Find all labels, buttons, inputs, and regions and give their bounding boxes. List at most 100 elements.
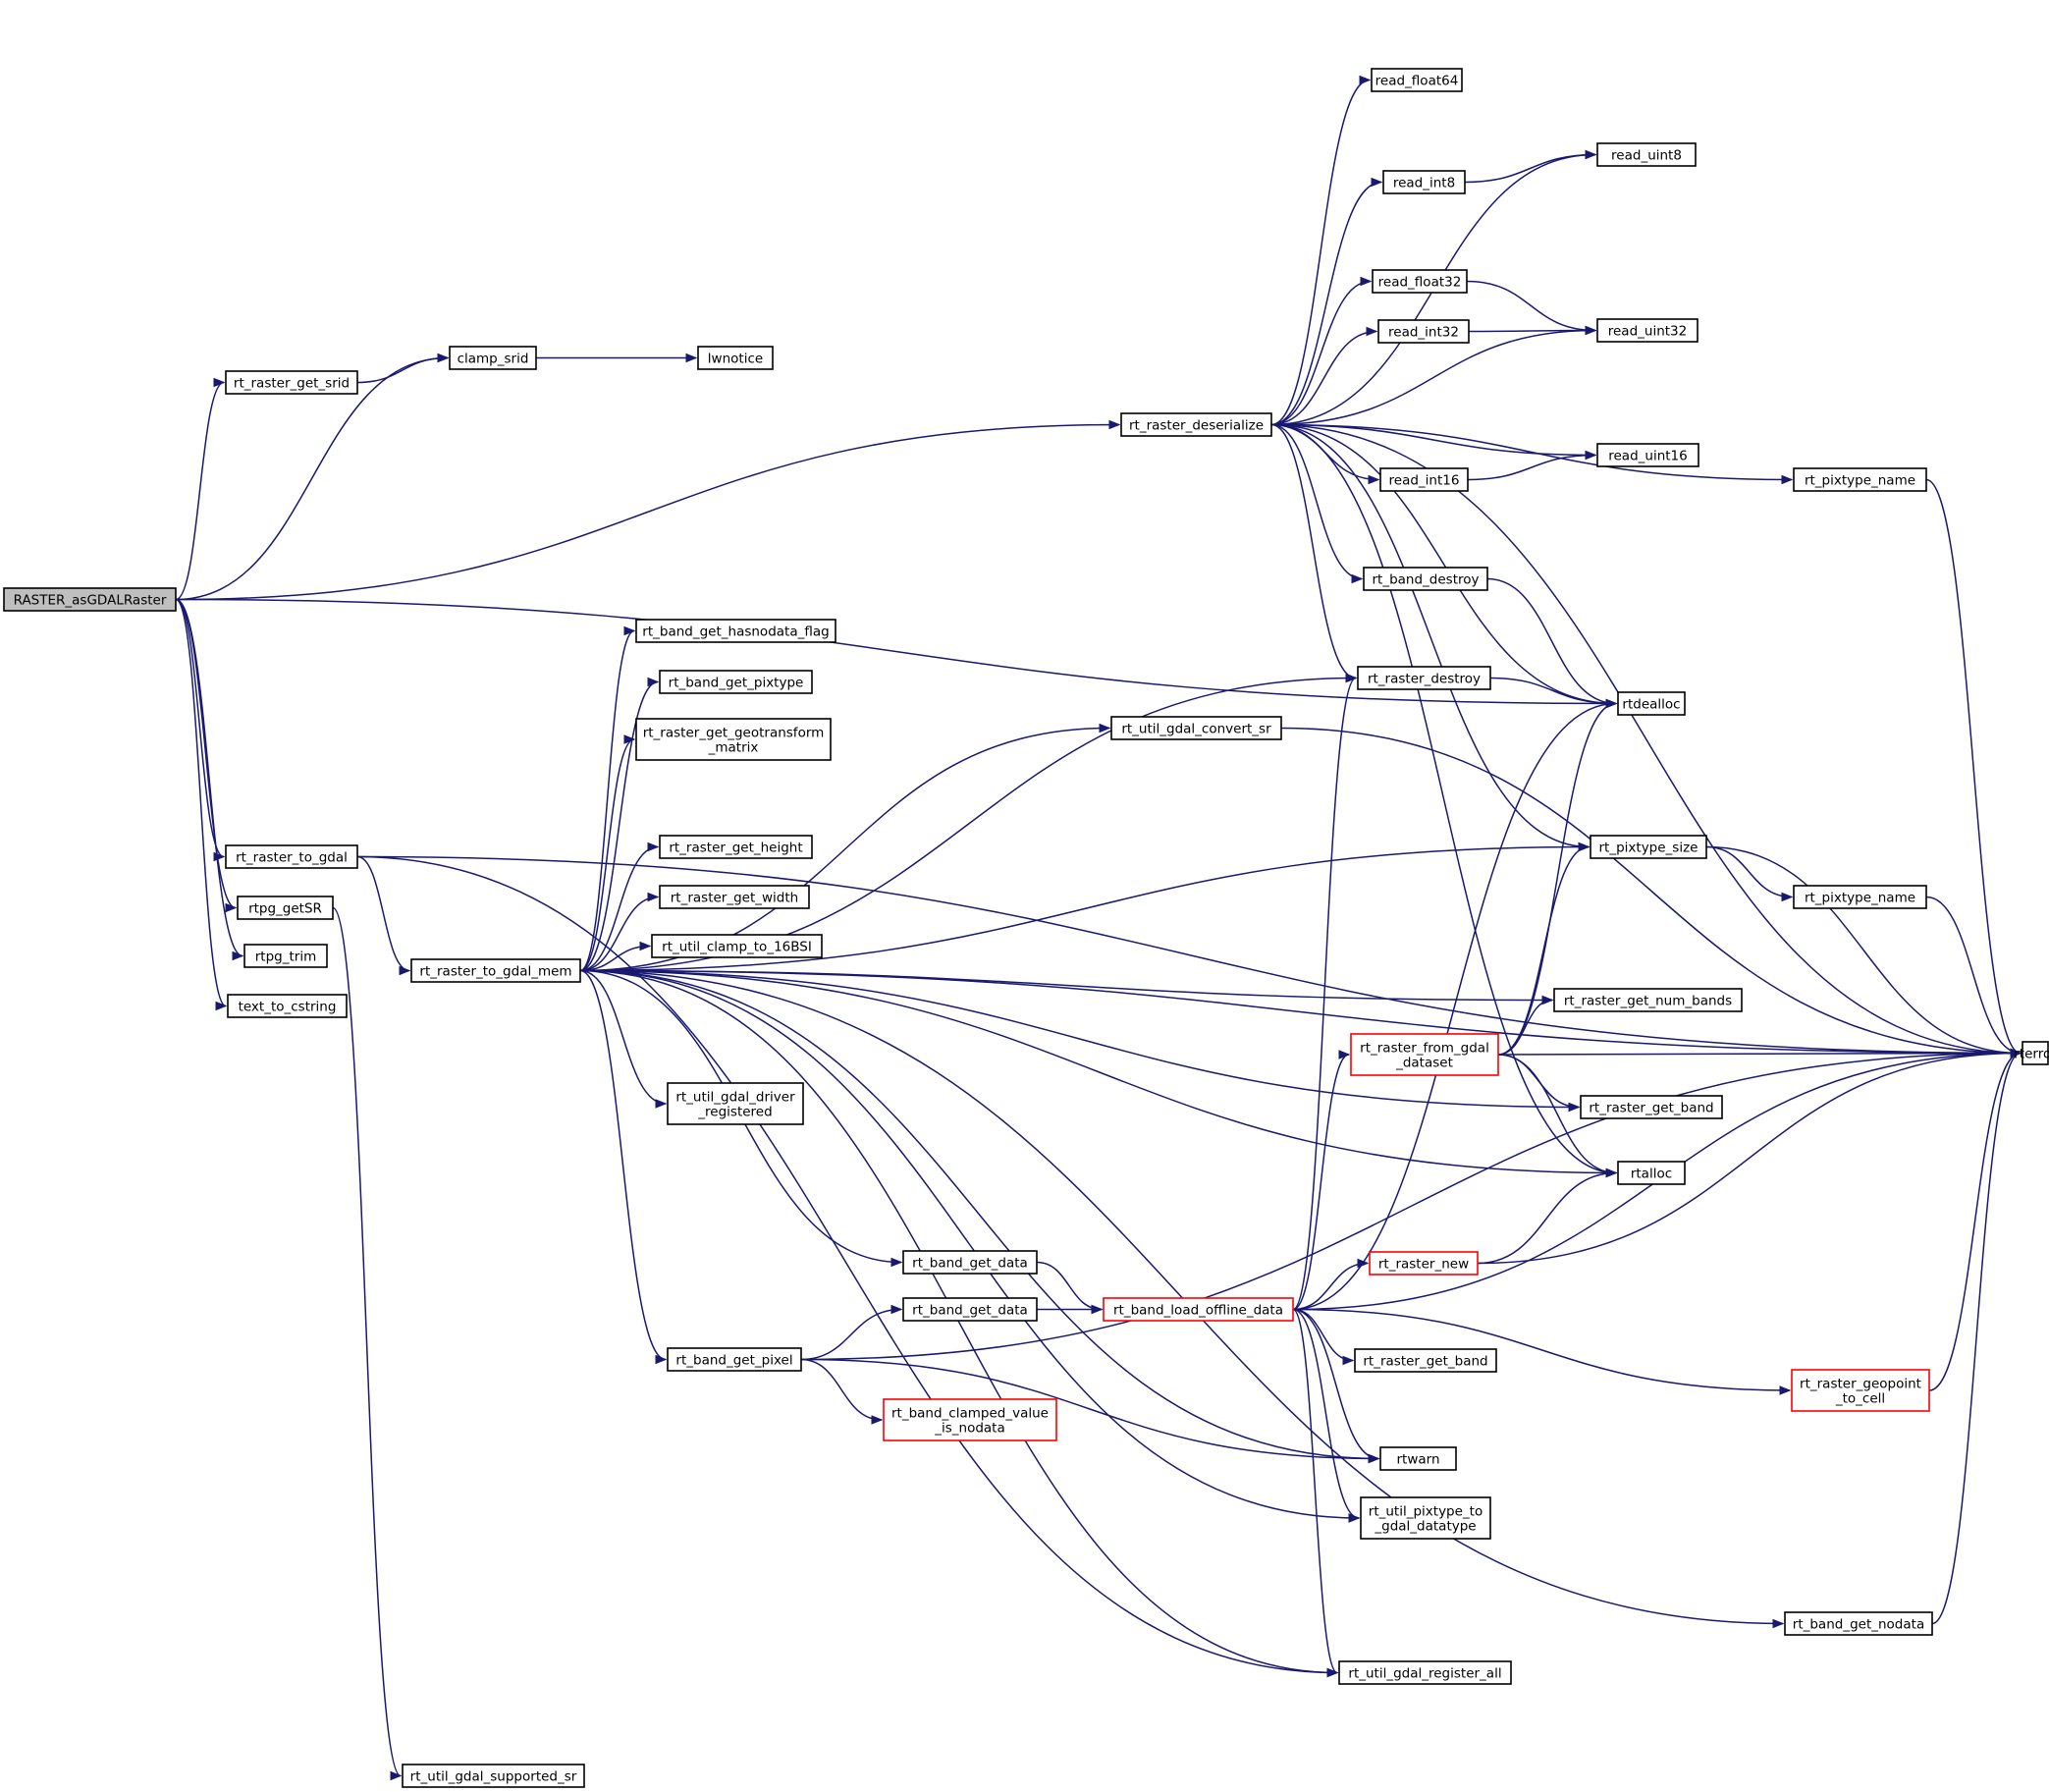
- function-node[interactable]: rtdealloc: [1617, 691, 1686, 716]
- function-node[interactable]: text_to_cstring: [227, 994, 348, 1018]
- function-node[interactable]: rt_raster_get_srid: [225, 370, 358, 395]
- edge-arrowhead: [1585, 325, 1597, 336]
- function-node[interactable]: rt_band_get_data: [902, 1297, 1038, 1322]
- node-box: [1596, 443, 1699, 467]
- function-node[interactable]: read_uint16: [1596, 443, 1699, 467]
- edge-arrowhead: [639, 941, 652, 951]
- function-node[interactable]: rt_band_clamped_value_is_nodata: [883, 1398, 1057, 1441]
- function-node[interactable]: rt_util_gdal_convert_sr: [1110, 716, 1282, 740]
- function-node[interactable]: rt_raster_get_width: [659, 885, 810, 909]
- edge-arrowhead: [1541, 995, 1554, 1005]
- edge-line: [356, 356, 449, 384]
- call-edge: [1270, 423, 2022, 1059]
- function-node[interactable]: read_int16: [1379, 467, 1469, 492]
- function-node[interactable]: rtpg_getSR: [237, 896, 334, 920]
- function-node[interactable]: rt_raster_destroy: [1357, 666, 1491, 690]
- function-node[interactable]: rt_band_destroy: [1363, 567, 1488, 591]
- function-node[interactable]: rt_raster_from_gdal_dataset: [1350, 1033, 1499, 1076]
- call-edge: [1270, 276, 1373, 426]
- edge-arrowhead: [225, 902, 238, 913]
- call-edge: [1497, 995, 1554, 1056]
- node-box: [225, 370, 358, 395]
- node-label: rt_raster_get_geotransform: [643, 726, 825, 741]
- edge-line: [1292, 1308, 1791, 1391]
- function-node[interactable]: read_int32: [1377, 319, 1470, 344]
- function-node[interactable]: rt_util_gdal_supported_sr: [402, 1764, 585, 1788]
- function-node[interactable]: rt_raster_new: [1369, 1251, 1479, 1276]
- function-node[interactable]: rt_util_clamp_to_16BSI: [651, 934, 823, 958]
- call-edge: [800, 1358, 1380, 1464]
- node-label: rt_band_load_offline_data: [1113, 1303, 1283, 1319]
- node-label: rt_util_clamp_to_16BSI: [662, 940, 812, 955]
- node-label: _to_cell: [1835, 1391, 1885, 1407]
- function-node[interactable]: rt_util_pixtype_to_gdal_datatype: [1360, 1496, 1491, 1540]
- edge-line: [175, 381, 225, 601]
- call-edge: [1292, 1258, 1370, 1311]
- function-node[interactable]: rtpg_trim: [243, 944, 328, 968]
- edge-line: [1270, 330, 1377, 426]
- edge-arrowhead: [2010, 1048, 2022, 1059]
- function-node[interactable]: rt_util_gdal_register_all: [1338, 1660, 1512, 1685]
- call-edge: [1292, 673, 1358, 1311]
- call-edge: [579, 734, 636, 972]
- call-edge: [175, 598, 226, 862]
- function-node[interactable]: rt_raster_to_gdal: [225, 844, 358, 869]
- root-function-node[interactable]: RASTER_asGDALRaster: [3, 587, 177, 612]
- node-label: RASTER_asGDALRaster: [14, 593, 167, 609]
- function-node[interactable]: rt_band_get_data: [902, 1250, 1038, 1275]
- node-label: rtalloc: [1631, 1167, 1672, 1182]
- edge-arrowhead: [1779, 1385, 1792, 1395]
- node-label: _registered: [697, 1105, 772, 1120]
- call-edge: [536, 353, 698, 363]
- function-node[interactable]: read_float32: [1372, 269, 1468, 294]
- node-box: [1379, 467, 1469, 492]
- function-node[interactable]: clamp_srid: [449, 346, 537, 370]
- function-node[interactable]: rt_raster_geopoint_to_cell: [1791, 1369, 1930, 1412]
- edge-arrowhead: [1345, 673, 1358, 683]
- edge-arrowhead: [1605, 1168, 1618, 1178]
- edge-arrowhead: [215, 1001, 228, 1011]
- function-node[interactable]: rt_band_load_offline_data: [1103, 1297, 1294, 1322]
- function-node[interactable]: read_uint8: [1596, 142, 1697, 167]
- function-node[interactable]: rt_raster_get_geotransform_matrix: [635, 718, 832, 761]
- call-edge: [1497, 842, 1591, 1056]
- node-box: [1371, 68, 1463, 92]
- function-node[interactable]: rt_band_get_hasnodata_flag: [635, 619, 836, 643]
- node-box: [902, 1250, 1038, 1275]
- function-node[interactable]: rt_band_get_pixel: [667, 1347, 802, 1372]
- edge-arrowhead: [655, 1099, 668, 1109]
- function-node[interactable]: rt_pixtype_name: [1793, 885, 1927, 909]
- node-label: rt_raster_deserialize: [1129, 418, 1264, 434]
- function-node[interactable]: rt_raster_get_height: [659, 835, 813, 859]
- node-box: [1372, 269, 1468, 294]
- node-label: rt_raster_get_num_bands: [1564, 994, 1732, 1009]
- function-node[interactable]: rt_util_gdal_driver_registered: [667, 1082, 804, 1125]
- function-node[interactable]: rt_pixtype_name: [1793, 467, 1927, 492]
- function-node[interactable]: read_int8: [1382, 170, 1466, 194]
- edge-line: [800, 1358, 1379, 1460]
- function-node[interactable]: rt_raster_get_num_bands: [1553, 988, 1743, 1012]
- edge-line: [1292, 702, 1617, 1311]
- function-node[interactable]: rt_band_get_pixtype: [659, 670, 813, 694]
- edge-line: [1270, 423, 1590, 848]
- function-node[interactable]: lwnotice: [697, 346, 774, 370]
- function-node[interactable]: rt_pixtype_size: [1590, 835, 1707, 859]
- edge-line: [1270, 423, 1793, 481]
- function-node[interactable]: rt_raster_get_band: [1354, 1348, 1497, 1373]
- node-box: [902, 1297, 1038, 1322]
- edge-arrowhead: [1568, 1102, 1581, 1113]
- function-node[interactable]: read_uint32: [1596, 318, 1699, 343]
- function-node[interactable]: rt_raster_deserialize: [1120, 412, 1272, 437]
- edge-line: [175, 423, 1120, 601]
- node-box: [1369, 1251, 1479, 1276]
- function-node[interactable]: rt_raster_get_band: [1580, 1095, 1723, 1119]
- node-box: [1338, 1660, 1512, 1685]
- function-node[interactable]: read_float64: [1371, 68, 1463, 92]
- function-node[interactable]: rt_band_get_nodata: [1784, 1611, 1933, 1636]
- function-node[interactable]: rtalloc: [1617, 1161, 1686, 1185]
- edge-line: [579, 969, 1580, 1109]
- function-node[interactable]: rtwarn: [1379, 1446, 1457, 1471]
- function-node[interactable]: rt_raster_to_gdal_mem: [410, 958, 581, 983]
